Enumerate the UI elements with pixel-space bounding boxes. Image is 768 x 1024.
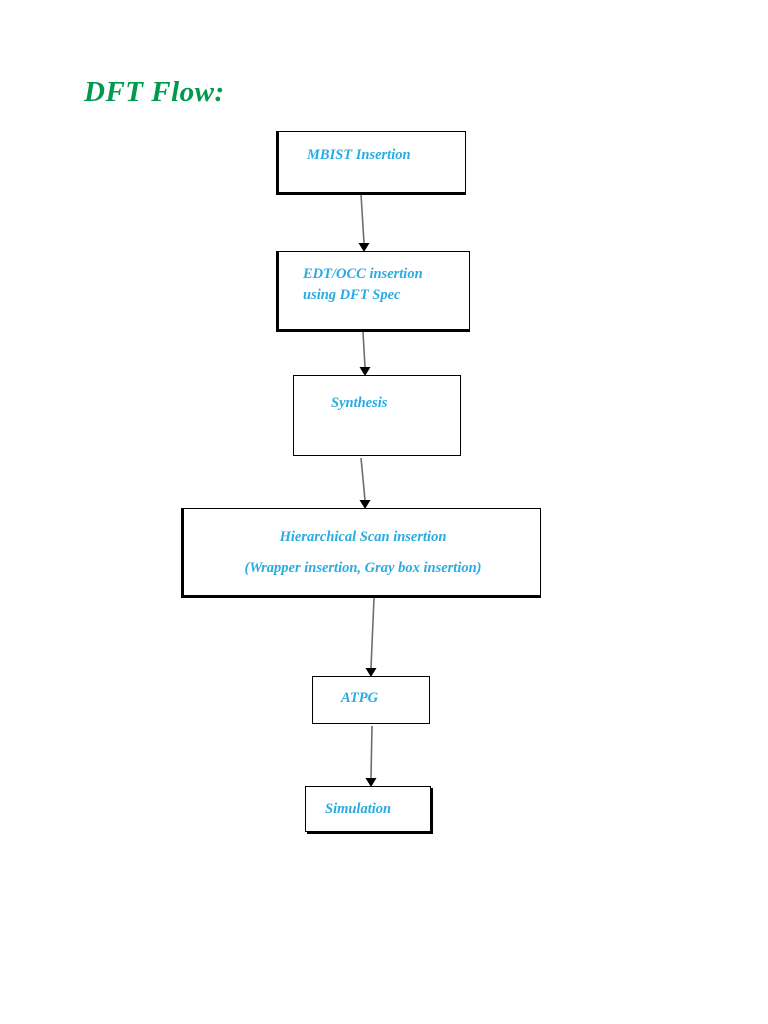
flow-node-synthesis[interactable]: Synthesis: [293, 375, 461, 456]
flow-node-label: MBIST Insertion: [307, 147, 411, 163]
connector-atpg-to-sim: [365, 725, 377, 787]
flow-node-label: Simulation: [325, 801, 392, 817]
flow-node-edt-occ-insertion[interactable]: EDT/OCC insertion using DFT Spec: [278, 251, 470, 330]
flow-node-label: EDT/OCC insertion using DFT Spec: [303, 266, 423, 304]
flow-node-simulation[interactable]: Simulation: [305, 786, 431, 832]
connector-edtocc-to-synthesis: [359, 331, 371, 376]
flow-node-hierarchical-scan-insertion[interactable]: Hierarchical Scan insertion (Wrapper ins…: [183, 508, 541, 596]
connector-mbist-to-edtocc: [358, 193, 370, 252]
flow-node-label: ATPG: [341, 690, 379, 706]
flow-node-label: Synthesis: [331, 395, 388, 411]
flow-node-mbist-insertion[interactable]: MBIST Insertion: [278, 131, 466, 193]
connector-hier-to-atpg: [365, 597, 377, 677]
flow-node-label: Hierarchical Scan insertion (Wrapper ins…: [244, 529, 482, 577]
flow-node-atpg[interactable]: ATPG: [312, 676, 430, 724]
page-title: DFT Flow:: [84, 76, 225, 108]
connector-synthesis-to-hier: [359, 457, 371, 509]
